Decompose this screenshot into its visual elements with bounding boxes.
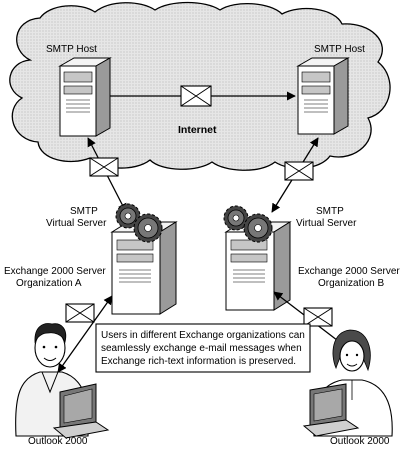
right-org-line2: Organization B xyxy=(318,278,384,289)
left-host-label: SMTP Host xyxy=(46,44,97,55)
internet-label: Internet xyxy=(178,124,217,136)
right-client-label: Outlook 2000 xyxy=(330,436,390,447)
right-virtual-server-line1: SMTP xyxy=(316,206,344,217)
caption-line2: seamlessly exchange e-mail messages when xyxy=(101,343,302,354)
left-smtp-host-server xyxy=(58,57,112,137)
left-exchange-client-arrow xyxy=(57,295,113,373)
right-virtual-server-line2: Virtual Server xyxy=(296,218,357,229)
right-smtp-host-server xyxy=(296,57,350,135)
right-laptop xyxy=(302,383,360,437)
left-user-figure xyxy=(15,323,89,437)
right-host-label: SMTP Host xyxy=(314,44,365,55)
right-org-line1: Exchange 2000 Server xyxy=(298,266,400,277)
gear-icon xyxy=(133,213,163,243)
envelope-icon xyxy=(89,157,119,177)
left-laptop xyxy=(52,383,110,439)
envelope-icon xyxy=(65,303,95,323)
left-org-line2: Organization A xyxy=(16,278,82,289)
envelope-icon xyxy=(180,85,212,107)
envelope-icon xyxy=(284,161,314,181)
caption-line3: Exchange rich-text information is preser… xyxy=(101,356,296,367)
left-org-line1: Exchange 2000 Server xyxy=(4,266,106,277)
caption-line1: Users in different Exchange organization… xyxy=(101,330,305,341)
caption-box xyxy=(95,323,311,373)
right-exchange-server xyxy=(224,221,292,311)
left-virtual-server-line1: SMTP xyxy=(70,206,98,217)
gear-icon xyxy=(243,213,273,243)
envelope-icon xyxy=(303,307,333,327)
left-virtual-server-line2: Virtual Server xyxy=(46,218,107,229)
left-client-label: Outlook 2000 xyxy=(28,436,88,447)
gear-icon xyxy=(223,205,249,231)
